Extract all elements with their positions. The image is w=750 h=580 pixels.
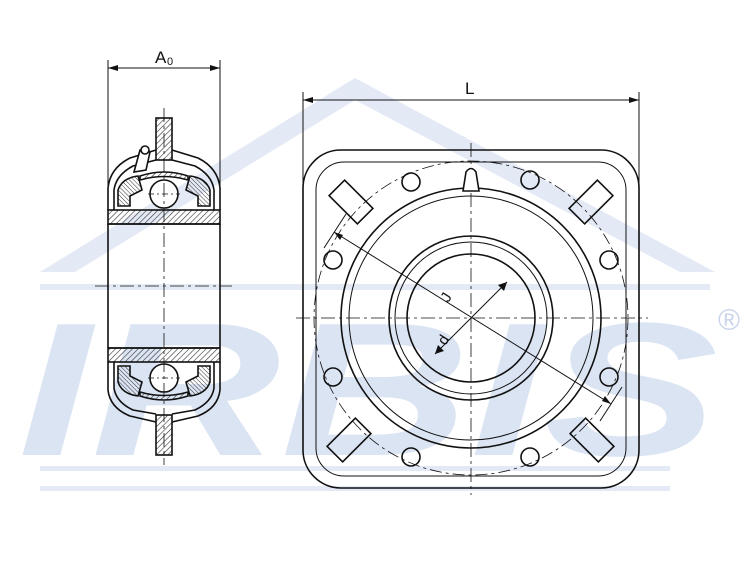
brand-watermark: IRBIS ® [18,78,740,496]
mounting-slot-top-left [327,178,375,226]
housing-shell-bottom [107,362,221,423]
dim-l-arrow-right [629,97,639,103]
bolt-hole [599,250,619,270]
dim-l-arrow-left [303,97,313,103]
mounting-slot-bottom-right [568,416,616,464]
bolt-hole [599,367,619,387]
bolt-hole [323,250,343,270]
dim-j-line [333,231,612,405]
seal-top-right [185,175,211,207]
dim-a0-label: A [155,48,167,67]
bolt-hole [323,367,343,387]
mounting-slot-bottom-left [325,416,373,464]
dim-j-ext-top [323,213,347,249]
housing-shell-top-inner [113,159,215,210]
watermark-roof-shape [40,78,715,272]
dim-d-arrow-bottom [435,345,444,354]
seal-top-left [117,175,143,207]
bolt-hole [401,172,421,192]
dim-d-line [434,281,508,355]
grease-nipple [132,149,151,173]
dim-a0-subscript: 0 [167,56,173,68]
dim-j-arrow-bottom [602,396,611,404]
watermark-registered-mark: ® [718,304,740,337]
dim-a0-arrow-right [210,65,220,71]
grease-nipple-tip [140,145,150,155]
watermark-stripe-1 [40,284,710,290]
front-view [296,92,648,495]
dim-a0-arrow-left [108,65,118,71]
dim-l-label: L [465,79,474,98]
bolt-hole [520,170,540,190]
bolt-hole [401,447,421,467]
housing-shell-bottom-inner [113,362,215,415]
seal-bottom-left [117,365,143,397]
bolt-hole [520,447,540,467]
dim-j-arrow-top [334,232,343,240]
side-section-view [95,60,232,465]
grease-nipple-front [462,167,480,192]
mounting-slot-top-right [567,178,615,226]
watermark-stripe-2 [40,466,670,471]
dim-d-arrow-top [498,282,507,291]
seal-bottom-right [185,365,211,397]
